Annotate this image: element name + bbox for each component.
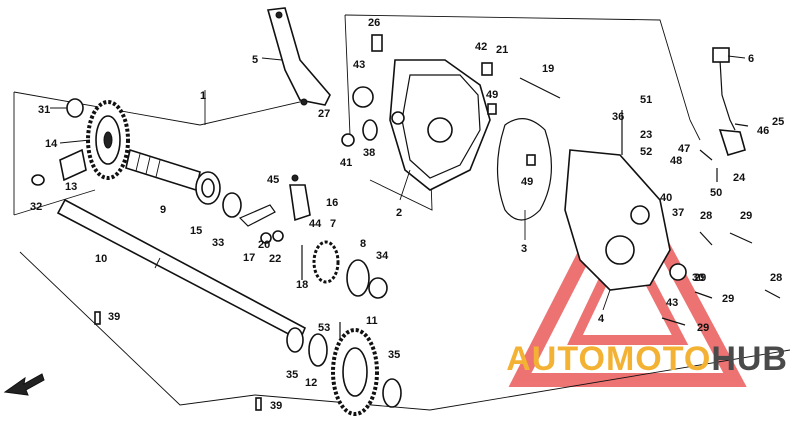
part-cover [389, 59, 491, 191]
part-bracket [266, 7, 331, 106]
callout-label: 48 [670, 155, 682, 167]
part-sprocket-large [286, 327, 402, 416]
callout-label: 5 [252, 54, 258, 66]
callout-label: 2 [396, 207, 402, 219]
callout-label: 43 [666, 297, 678, 309]
part-ring [222, 192, 242, 218]
callout-label: 47 [678, 143, 690, 155]
callout-label: 44 [309, 218, 322, 230]
callout-label: 30 [692, 272, 704, 284]
callout-label: 35 [388, 349, 400, 361]
callout-label: 18 [296, 279, 308, 291]
callout-labels: 1 2 3 4 5 6 7 8 9 10 11 12 13 14 15 16 1… [30, 17, 784, 412]
callout-label: 51 [640, 94, 652, 106]
callout-label: 37 [672, 207, 684, 219]
watermark-text-part-b: HUB [711, 340, 788, 378]
callout-label: 25 [772, 116, 784, 128]
callout-label: 6 [748, 53, 754, 65]
callout-label: 53 [318, 322, 330, 334]
callout-label: 16 [326, 197, 338, 209]
callout-label: 35 [286, 369, 298, 381]
callout-label: 12 [305, 377, 317, 389]
callout-label: 41 [340, 157, 352, 169]
watermark-logo: AUTOMOTOHUB [506, 340, 788, 379]
part-linkage [238, 174, 311, 244]
callout-label: 4 [598, 313, 605, 325]
callout-label: 3 [521, 243, 527, 255]
callout-label: 33 [212, 237, 224, 249]
part-sprocket-small [301, 240, 388, 299]
callout-label: 50 [710, 187, 722, 199]
front-arrow-icon [3, 373, 45, 396]
callout-label: 49 [486, 89, 498, 101]
callout-label: 38 [363, 147, 375, 159]
callout-label: 29 [697, 322, 709, 334]
callout-label: 34 [376, 250, 389, 262]
leader-lines [50, 55, 746, 311]
callout-label: 39 [108, 311, 120, 323]
callout-label: 39 [270, 400, 282, 412]
callout-label: 45 [267, 174, 279, 186]
callout-label: 7 [330, 218, 336, 230]
callout-label: 42 [475, 41, 487, 53]
callout-label: 27 [318, 108, 330, 120]
callout-label: 20 [258, 239, 270, 251]
callout-label: 11 [366, 315, 378, 327]
callout-label: 15 [190, 225, 202, 237]
callout-label: 49 [521, 176, 533, 188]
callout-label: 10 [95, 253, 107, 265]
callout-label: 52 [640, 146, 652, 158]
callout-label: 22 [269, 253, 281, 265]
part-gear-large [86, 100, 130, 180]
callout-label: 31 [38, 104, 50, 116]
callout-label: 43 [353, 59, 365, 71]
callout-label: 36 [612, 111, 624, 123]
callout-label: 21 [496, 44, 508, 56]
callout-label: 14 [45, 138, 58, 150]
callout-label: 9 [160, 204, 166, 216]
callout-label: 40 [660, 192, 672, 204]
callout-label: 19 [542, 63, 554, 75]
part-drive-shaft [125, 148, 201, 192]
part-gasket [496, 118, 552, 221]
part-gear-case [564, 149, 687, 291]
callout-label: 17 [243, 252, 255, 264]
callout-label: 28 [770, 272, 782, 284]
callout-label: 29 [722, 293, 734, 305]
callout-label: 1 [200, 90, 206, 102]
callout-label: 29 [694, 272, 706, 284]
watermark-text-part-a: AUTOMOTO [506, 340, 712, 378]
callout-label: 46 [757, 125, 769, 137]
callout-label: 8 [360, 238, 366, 250]
callout-label: 28 [700, 210, 712, 222]
part-collar [195, 171, 221, 205]
callout-label: 13 [65, 181, 77, 193]
callout-label: 29 [740, 210, 752, 222]
part-fasteners [94, 34, 781, 411]
callout-label: 24 [733, 172, 746, 184]
part-pinion [31, 148, 87, 186]
part-lever [712, 47, 746, 156]
callout-label: 23 [640, 129, 652, 141]
callout-label: 32 [30, 201, 42, 213]
part-washer [66, 98, 84, 118]
callout-label: 26 [368, 17, 380, 29]
